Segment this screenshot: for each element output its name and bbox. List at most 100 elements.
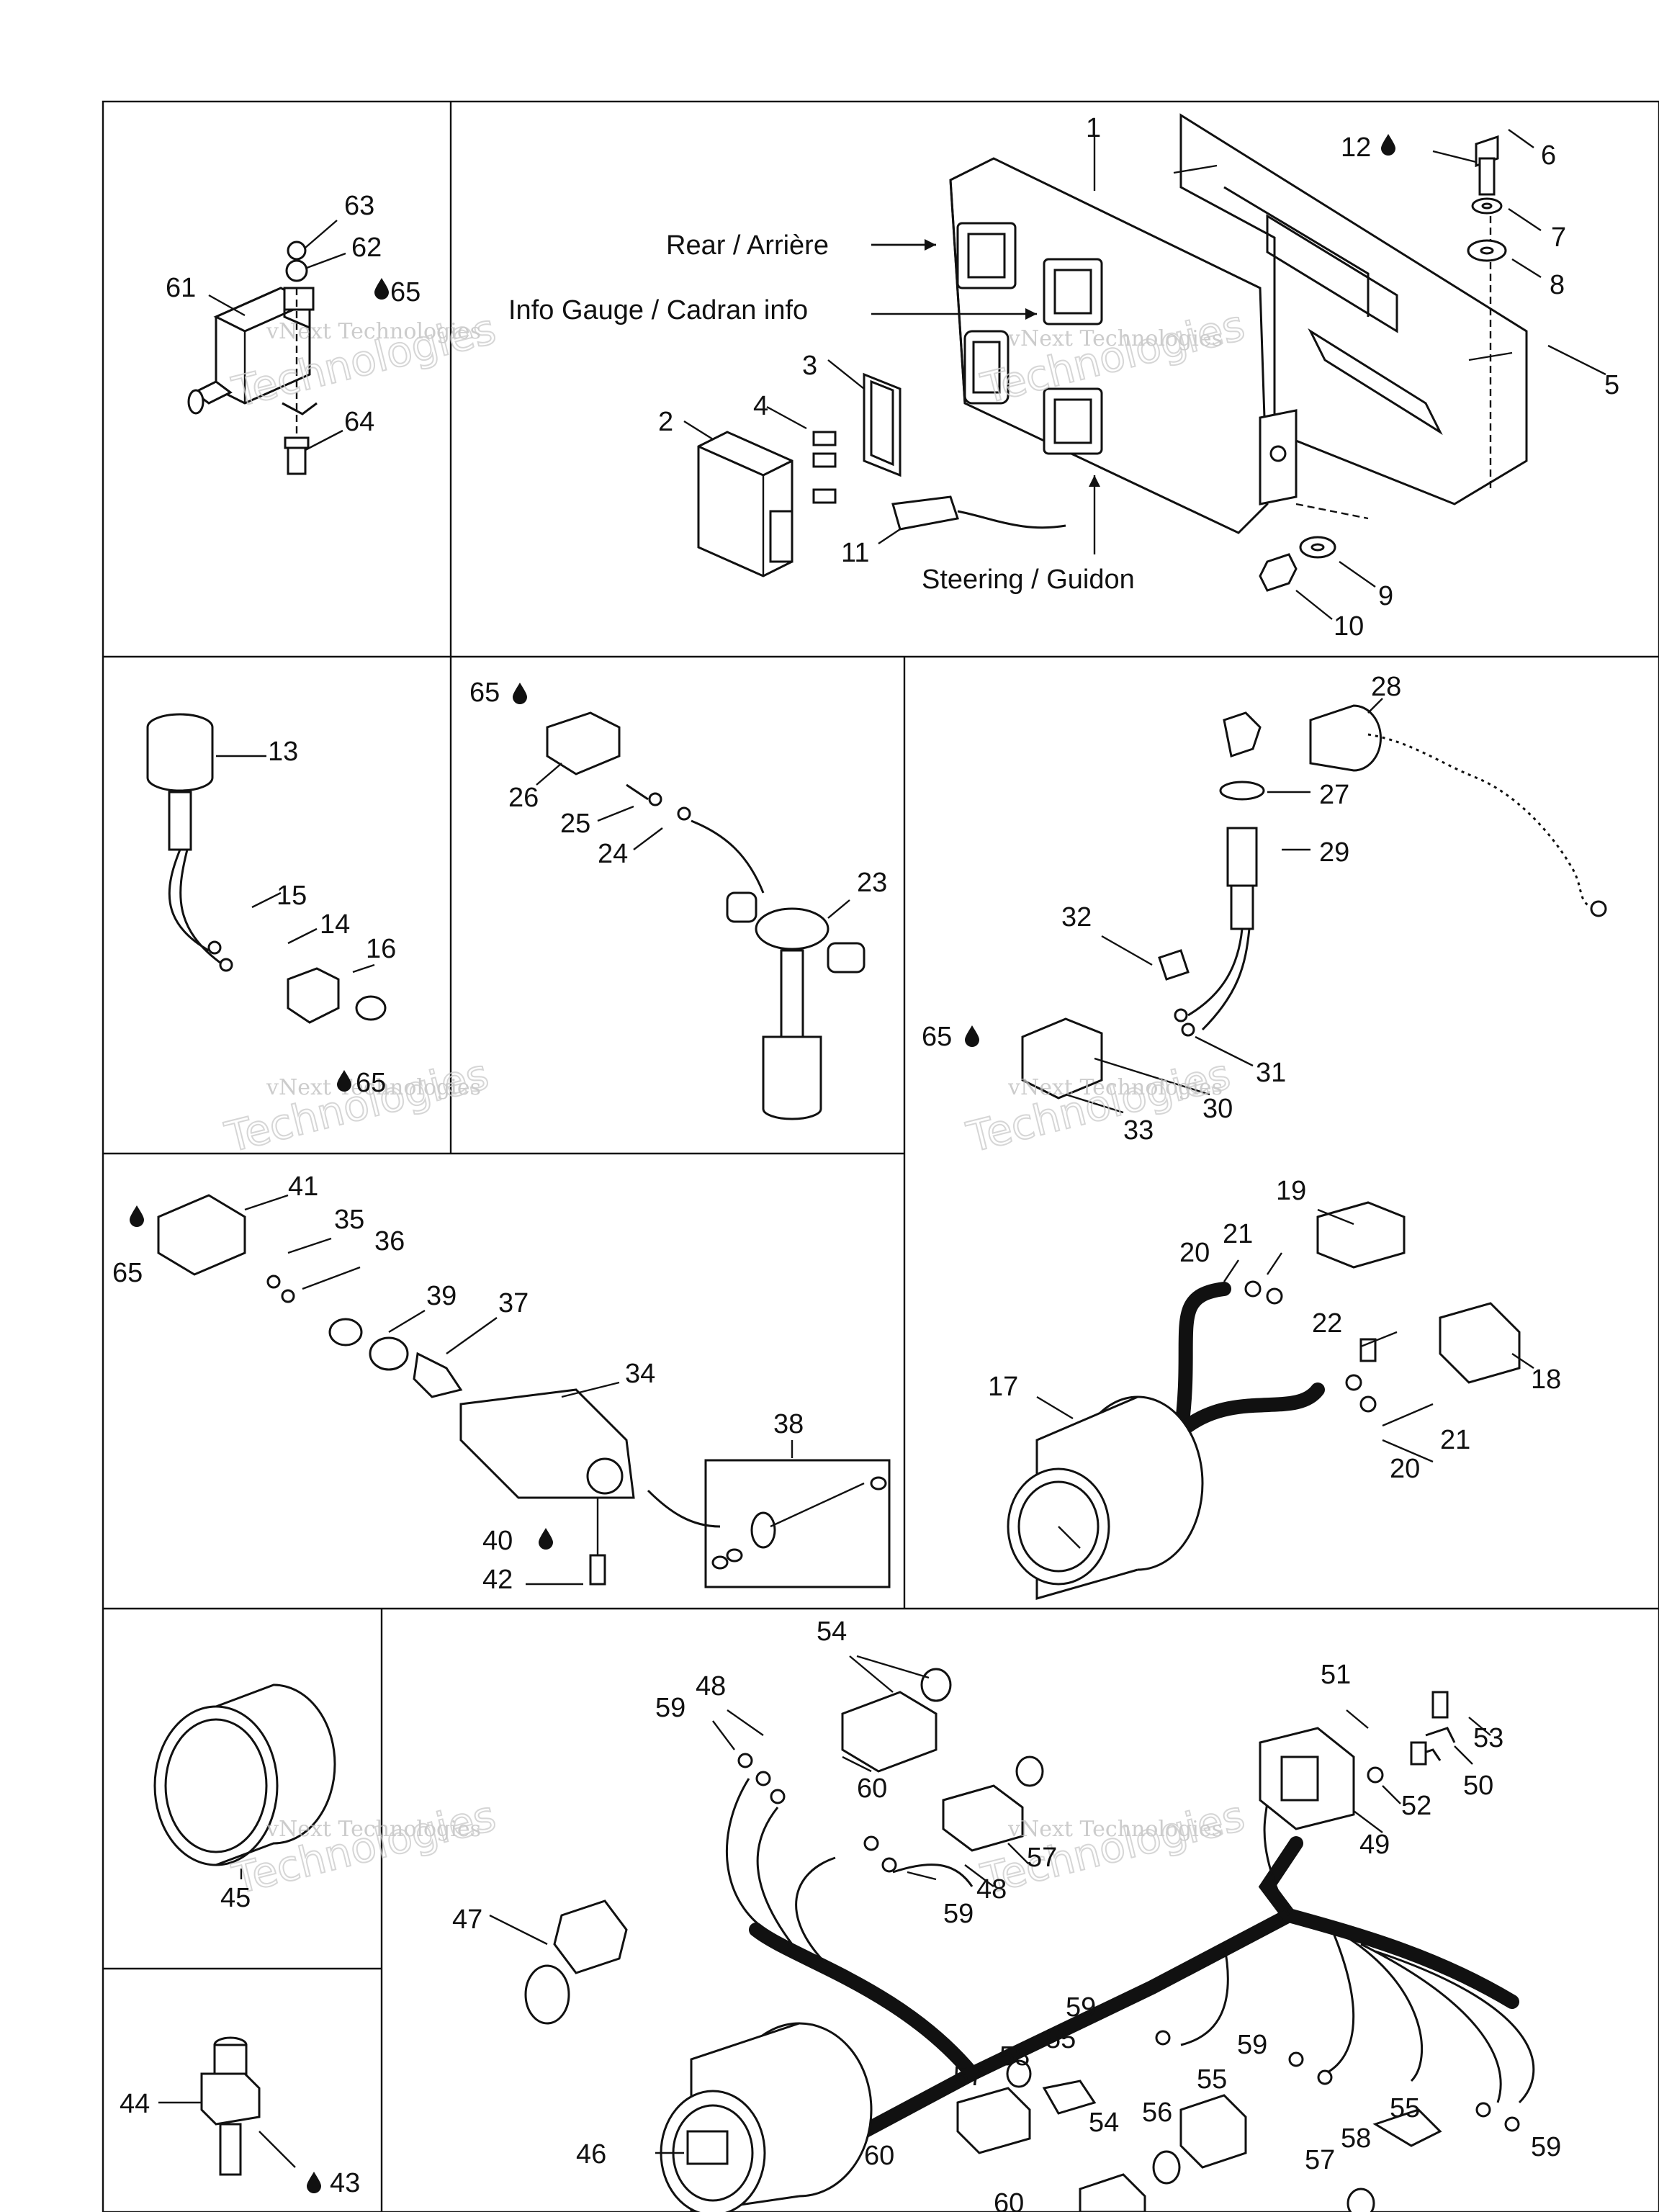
- part-label: 42: [482, 1565, 513, 1595]
- svg-text:vNext Technologies: vNext Technologies: [1007, 1075, 1223, 1100]
- part-label: 6: [1541, 140, 1556, 171]
- part-label: 2: [658, 407, 673, 437]
- part-label: 49: [1359, 1830, 1390, 1860]
- drop-icon: [1381, 134, 1395, 156]
- drop-icon: [337, 1070, 351, 1092]
- text-callouts: Rear / Arrière Info Gauge / Cadran info …: [508, 230, 1135, 595]
- part-label: 8: [1550, 270, 1565, 300]
- fuel-sender-assembly: [536, 711, 866, 1120]
- svg-text:vNext Technologies: vNext Technologies: [266, 1075, 481, 1100]
- part-label: 47: [452, 1905, 482, 1935]
- part-label: 52: [1401, 1791, 1431, 1821]
- ring-45: [153, 1683, 336, 1879]
- part-label: 65: [922, 1022, 952, 1052]
- part-label: 7: [1551, 222, 1566, 253]
- part-label: 63: [344, 191, 374, 221]
- part-label: 59: [655, 1693, 685, 1723]
- part-label: 58: [1341, 2123, 1371, 2154]
- part-label: 61: [166, 273, 196, 303]
- part-label: 65: [390, 277, 421, 307]
- part-label: 3: [802, 351, 817, 381]
- part-label: 50: [1463, 1771, 1493, 1801]
- part-label: 35: [334, 1205, 364, 1235]
- valve-assembly: [187, 220, 346, 475]
- part-label: 59: [1066, 1992, 1096, 2023]
- lanyard-assembly: [1021, 698, 1607, 1114]
- part-label: 56: [1142, 2098, 1172, 2128]
- part-label: 43: [330, 2168, 360, 2198]
- throttle-sensor-assembly: [157, 1194, 891, 1588]
- part-label: 23: [857, 868, 887, 898]
- part-label: 28: [1371, 672, 1401, 702]
- part-label: 21: [1440, 1425, 1470, 1455]
- part-label: 44: [120, 2089, 150, 2119]
- part-label: 40: [482, 1526, 513, 1556]
- part-label: 14: [320, 909, 350, 940]
- drop-icon: [965, 1025, 979, 1047]
- callout-arrows: [871, 239, 1100, 487]
- part-label: 53: [1473, 1723, 1503, 1753]
- callout-info-gauge: Info Gauge / Cadran info: [508, 295, 808, 325]
- drop-icon: [130, 1205, 144, 1227]
- callout-steering: Steering / Guidon: [922, 565, 1135, 595]
- part-label: 59: [1237, 2030, 1267, 2060]
- part-label: 25: [560, 809, 590, 839]
- svg-text:vNext Technologies: vNext Technologies: [1007, 1817, 1223, 1842]
- part-label: 26: [508, 783, 539, 813]
- temp-sensor-44: [158, 2036, 296, 2176]
- part-label: 30: [1202, 1094, 1233, 1124]
- part-label: 38: [773, 1409, 804, 1439]
- part-label: 9: [1378, 581, 1393, 611]
- part-label: 17: [988, 1372, 1018, 1402]
- part-label: 4: [753, 391, 768, 421]
- part-label: 31: [1256, 1058, 1286, 1088]
- part-label: 48: [696, 1671, 726, 1701]
- part-label: 65: [356, 1068, 386, 1098]
- svg-text:vNext Technologies: vNext Technologies: [1007, 326, 1223, 351]
- part-label: 32: [1061, 902, 1092, 932]
- panel-frames: [102, 100, 1659, 2212]
- part-label: 34: [625, 1359, 655, 1389]
- part-label: 64: [344, 407, 374, 437]
- part-label: 57: [1027, 1843, 1057, 1873]
- svg-text:vNext Technologies: vNext Technologies: [266, 319, 481, 344]
- drop-icon: [539, 1528, 553, 1550]
- part-label: 41: [288, 1172, 318, 1202]
- part-label: 55: [1197, 2064, 1227, 2095]
- part-label: 37: [498, 1288, 529, 1318]
- part-label: 60: [857, 1773, 887, 1804]
- gauge-17-assembly: [1007, 1201, 1534, 1600]
- part-label: 46: [576, 2139, 606, 2170]
- part-label: 58: [999, 2041, 1030, 2072]
- part-label: 20: [1390, 1454, 1420, 1484]
- part-label: 55: [1046, 2024, 1076, 2054]
- part-label: 33: [1123, 1115, 1154, 1146]
- part-label: 20: [1179, 1238, 1210, 1268]
- callout-rear: Rear / Arrière: [666, 230, 829, 261]
- drop-icon: [307, 2172, 321, 2193]
- part-label: 19: [1276, 1176, 1306, 1206]
- part-label: 65: [112, 1258, 143, 1288]
- part-label: 5: [1604, 370, 1619, 400]
- part-label: 22: [1312, 1308, 1342, 1339]
- drop-icon: [374, 278, 389, 300]
- ecm-module: [683, 113, 1606, 620]
- part-label: 48: [976, 1874, 1007, 1905]
- part-label: 24: [598, 839, 628, 869]
- part-label: 59: [1531, 2132, 1561, 2162]
- part-label: 21: [1223, 1219, 1253, 1249]
- part-label: 62: [351, 233, 382, 263]
- part-label: 54: [817, 1617, 847, 1647]
- part-label: 57: [953, 2062, 984, 2092]
- part-label: 65: [469, 678, 500, 708]
- part-label: 13: [268, 737, 298, 767]
- part-label: 39: [426, 1281, 457, 1311]
- part-label: 54: [1089, 2108, 1119, 2138]
- part-label: 57: [1305, 2145, 1335, 2175]
- part-label: 59: [943, 1899, 974, 1929]
- part-label: 55: [1390, 2093, 1420, 2123]
- part-label: 15: [276, 881, 307, 911]
- svg-text:Technologies: Technologies: [220, 1049, 493, 1161]
- part-label: 60: [864, 2141, 894, 2171]
